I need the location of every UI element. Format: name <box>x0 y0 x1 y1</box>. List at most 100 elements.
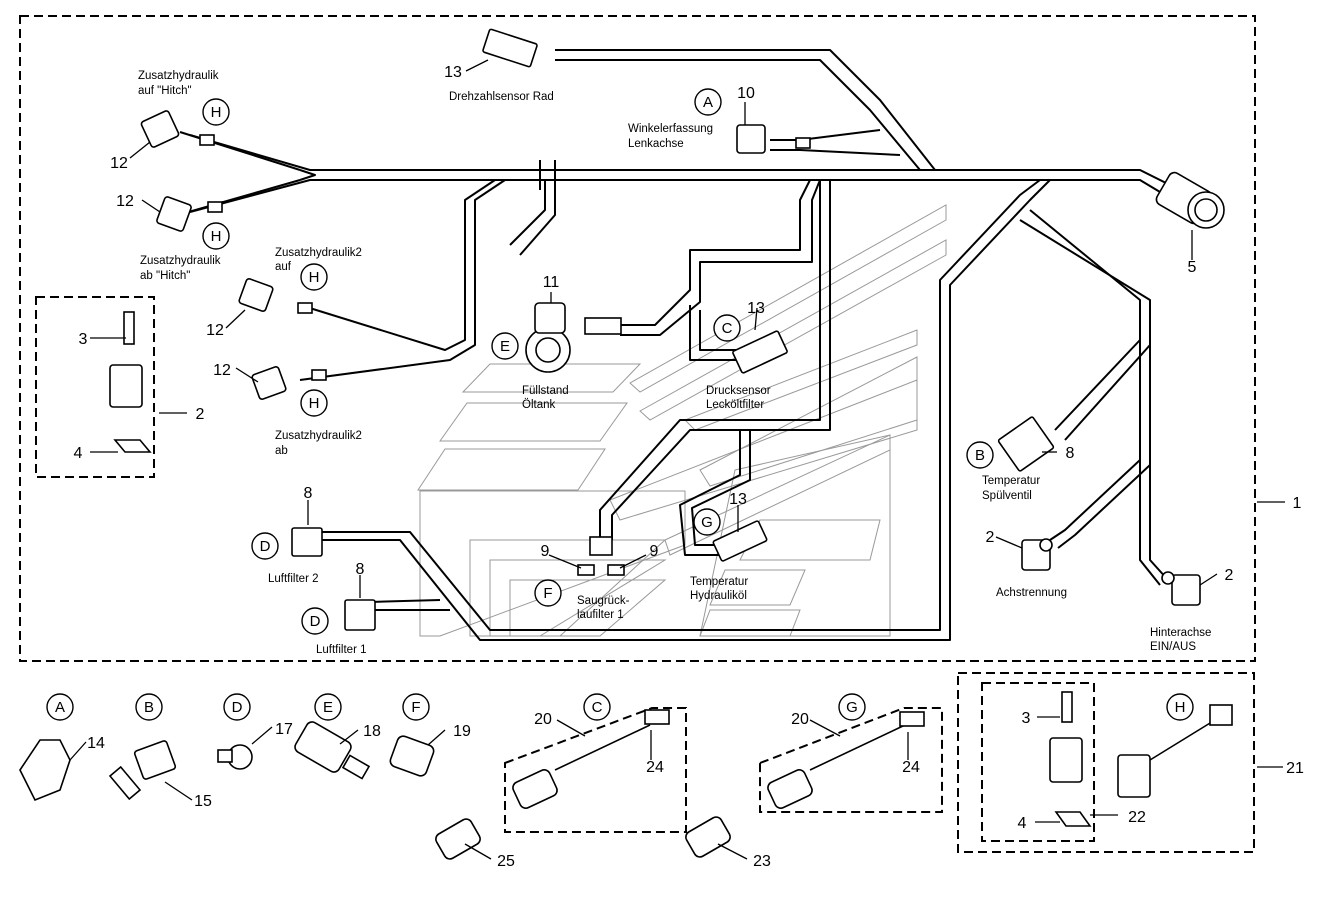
sensor-23 <box>685 816 731 858</box>
part-number: 4 <box>1018 815 1027 832</box>
circle-letter: H <box>211 104 222 121</box>
part-number: 18 <box>363 723 381 740</box>
part-number: 9 <box>650 543 659 560</box>
label: Achstrennung <box>996 587 1067 599</box>
part-number: 8 <box>356 561 365 578</box>
label: Temperatur <box>982 475 1040 487</box>
label: auf "Hitch" <box>138 85 192 97</box>
part-number: 5 <box>1188 259 1197 276</box>
connector-12-a <box>238 278 313 314</box>
part-number: 24 <box>646 759 664 776</box>
circle-letter: D <box>260 538 271 555</box>
part-number: 3 <box>79 331 88 348</box>
part-number: 19 <box>453 723 471 740</box>
part-number: 17 <box>275 721 293 738</box>
part-number: 8 <box>304 485 313 502</box>
dashed-frames <box>19 15 1256 853</box>
part-number: 24 <box>902 759 920 776</box>
label: Drucksensor <box>706 385 771 397</box>
sensor-19 <box>389 735 435 777</box>
connector-13-g <box>712 520 768 562</box>
connector-5 <box>1155 171 1225 229</box>
circle-letter: G <box>701 514 713 531</box>
label: Füllstand <box>522 385 569 397</box>
part-number: 2 <box>1225 567 1234 584</box>
sensor-kit-2 <box>109 311 152 453</box>
sensor-11 <box>525 302 622 373</box>
label: Luftfilter 1 <box>316 644 367 656</box>
label: Zusatzhydraulik <box>140 255 221 267</box>
label: Saugrück- <box>577 595 630 607</box>
main-harness-frame <box>19 15 1256 662</box>
part-number: 12 <box>116 193 134 210</box>
part-number: 21 <box>1286 760 1304 777</box>
connector-8-b <box>997 416 1055 472</box>
connector-13-c <box>732 330 788 374</box>
circle-letter: G <box>846 699 858 716</box>
part-number: 14 <box>87 735 105 752</box>
part-number: 2 <box>986 529 995 546</box>
label: auf <box>275 261 292 273</box>
sensor-2-hinter <box>1161 571 1201 606</box>
sensor-15 <box>108 740 177 801</box>
sensor-kit-22-frame <box>981 682 1095 842</box>
connector-12-top <box>140 110 215 148</box>
connector-9-pair <box>577 536 625 576</box>
cable-c-frame <box>504 707 687 833</box>
sensor-2-achs <box>1021 538 1053 571</box>
label: EIN/AUS <box>1150 641 1196 653</box>
label: ab "Hitch" <box>140 270 190 282</box>
circle-callouts <box>46 88 1194 721</box>
label: Drehzahlsensor Rad <box>449 91 554 103</box>
connector-10 <box>736 124 811 154</box>
sensor-17 <box>217 744 253 770</box>
kit-21-frame <box>957 672 1255 853</box>
part-number: 12 <box>110 155 128 172</box>
part-number: 20 <box>791 711 809 728</box>
label: Spülventil <box>982 490 1032 502</box>
component-labels: Zusatzhydraulik auf "Hitch" Zusatzhydrau… <box>138 70 1211 656</box>
circle-letter: H <box>309 395 320 412</box>
part-number: 15 <box>194 793 212 810</box>
connector-13-top <box>482 28 538 68</box>
label: Temperatur <box>690 576 748 588</box>
sensor-25 <box>435 818 481 860</box>
harness-components <box>19 28 1233 860</box>
part-number: 13 <box>444 64 462 81</box>
label: Hydrauliköl <box>690 590 747 602</box>
circle-letter: E <box>500 338 510 355</box>
label: ab <box>275 445 288 457</box>
part-number: 12 <box>213 362 231 379</box>
label: Lecköltfilter <box>706 399 764 411</box>
part-number: 2 <box>196 406 205 423</box>
connector-8-d2 <box>291 527 323 557</box>
part-number: 23 <box>753 853 771 870</box>
part-number: 9 <box>541 543 550 560</box>
label: laufilter 1 <box>577 609 624 621</box>
circle-letter: B <box>144 699 154 716</box>
circle-letter: C <box>592 699 603 716</box>
part-number: 12 <box>206 322 224 339</box>
main-harness-cables <box>177 49 1181 641</box>
part-numbers: 13 12 12 12 12 10 5 11 13 8 2 2 1 2 3 4 … <box>74 64 1304 870</box>
part-number: 4 <box>74 445 83 462</box>
label: Luftfilter 2 <box>268 573 319 585</box>
circle-letter: D <box>310 613 321 630</box>
part-number: 25 <box>497 853 515 870</box>
circle-letter: E <box>323 699 333 716</box>
part-number: 8 <box>1066 445 1075 462</box>
part-number: 13 <box>747 300 765 317</box>
circle-letter: A <box>55 699 65 716</box>
sensor-kit-22 <box>1049 691 1233 827</box>
circle-letter: F <box>543 585 552 602</box>
cable-20-c <box>512 709 670 809</box>
circle-letter: C <box>722 320 733 337</box>
label: Winkelerfassung <box>628 123 713 135</box>
cable-g-frame <box>759 707 943 813</box>
part-number: 1 <box>1293 495 1302 512</box>
cable-20-g <box>767 711 925 809</box>
leader-lines <box>69 59 1285 860</box>
label: Lenkachse <box>628 138 684 150</box>
part-number: 10 <box>737 85 755 102</box>
